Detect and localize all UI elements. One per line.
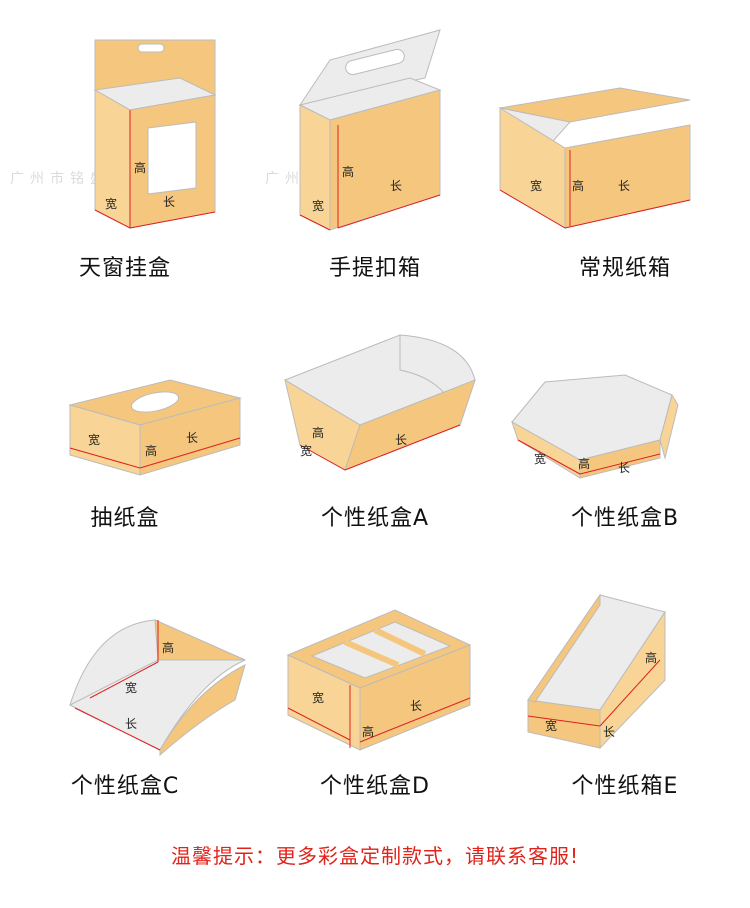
dim-height: 高 bbox=[362, 724, 374, 739]
dim-width: 宽 bbox=[312, 198, 324, 213]
custom-d-illustration: 宽 高 长 bbox=[286, 609, 472, 751]
item-label: 个性纸盒A bbox=[320, 506, 430, 531]
item-label: 个性纸盒C bbox=[70, 774, 180, 799]
box-item-custom-d: 宽 高 长 个性纸盒D bbox=[250, 590, 500, 860]
box-item-window-hanger: 高 宽 长 天窗挂盒 bbox=[0, 0, 250, 281]
item-label: 个性纸盒B bbox=[570, 506, 680, 531]
dim-width: 宽 bbox=[530, 178, 542, 193]
box-item-custom-a: 高 宽 长 个性纸盒A bbox=[250, 300, 500, 570]
dim-length: 长 bbox=[186, 431, 198, 445]
box-item-carton: 宽 高 长 常规纸箱 bbox=[498, 0, 750, 281]
dim-length: 长 bbox=[410, 699, 422, 713]
dim-width: 宽 bbox=[545, 718, 557, 733]
dim-height: 高 bbox=[645, 650, 657, 665]
customization-notice: 温馨提示：更多彩盒定制款式，请联系客服! bbox=[170, 844, 580, 868]
box-item-handle-box: 高 宽 长 手提扣箱 bbox=[250, 0, 500, 281]
carton-illustration: 宽 高 长 bbox=[498, 87, 691, 229]
item-label: 常规纸箱 bbox=[578, 256, 671, 281]
box-item-tissue-box: 宽 高 长 抽纸盒 bbox=[0, 300, 250, 570]
dim-width: 宽 bbox=[125, 680, 137, 695]
custom-c-illustration: 高 宽 长 bbox=[68, 619, 246, 757]
dim-height: 高 bbox=[578, 456, 590, 471]
item-label: 个性纸盒D bbox=[320, 774, 430, 799]
custom-e-illustration: 宽 高 长 bbox=[527, 593, 666, 750]
tissue-box-illustration: 宽 高 长 bbox=[68, 379, 242, 476]
box-item-custom-b: 宽 高 长 个性纸盒B bbox=[500, 300, 750, 570]
item-label: 抽纸盒 bbox=[90, 506, 160, 531]
dim-length: 长 bbox=[395, 433, 407, 447]
dim-height: 高 bbox=[342, 164, 354, 179]
dim-width: 宽 bbox=[88, 432, 100, 447]
dim-length: 长 bbox=[618, 461, 630, 475]
dim-width: 宽 bbox=[534, 451, 546, 466]
item-label: 天窗挂盒 bbox=[78, 256, 171, 281]
box-item-custom-e: 宽 高 长 个性纸箱E bbox=[500, 590, 750, 860]
dim-height: 高 bbox=[312, 425, 324, 440]
dim-height: 高 bbox=[162, 640, 174, 655]
dim-length: 长 bbox=[125, 717, 137, 731]
dim-width: 宽 bbox=[312, 690, 324, 705]
handle-box-illustration: 高 宽 长 bbox=[298, 29, 442, 231]
dim-length: 长 bbox=[603, 725, 615, 739]
dim-height: 高 bbox=[572, 178, 584, 193]
dim-length: 长 bbox=[618, 179, 630, 193]
dim-length: 长 bbox=[163, 195, 175, 209]
custom-b-illustration: 宽 高 长 bbox=[511, 374, 679, 479]
item-label: 个性纸箱E bbox=[571, 774, 679, 799]
dim-width: 宽 bbox=[300, 443, 312, 458]
dim-height: 高 bbox=[134, 160, 146, 175]
custom-a-illustration: 高 宽 长 bbox=[283, 334, 477, 471]
dim-height: 高 bbox=[145, 443, 157, 458]
dim-length: 长 bbox=[390, 179, 402, 193]
item-label: 手提扣箱 bbox=[328, 256, 421, 281]
window-hanger-box-illustration: 高 宽 长 bbox=[93, 39, 217, 229]
box-item-custom-c: 高 宽 长 个性纸盒C bbox=[0, 590, 250, 860]
dim-width: 宽 bbox=[105, 196, 117, 211]
